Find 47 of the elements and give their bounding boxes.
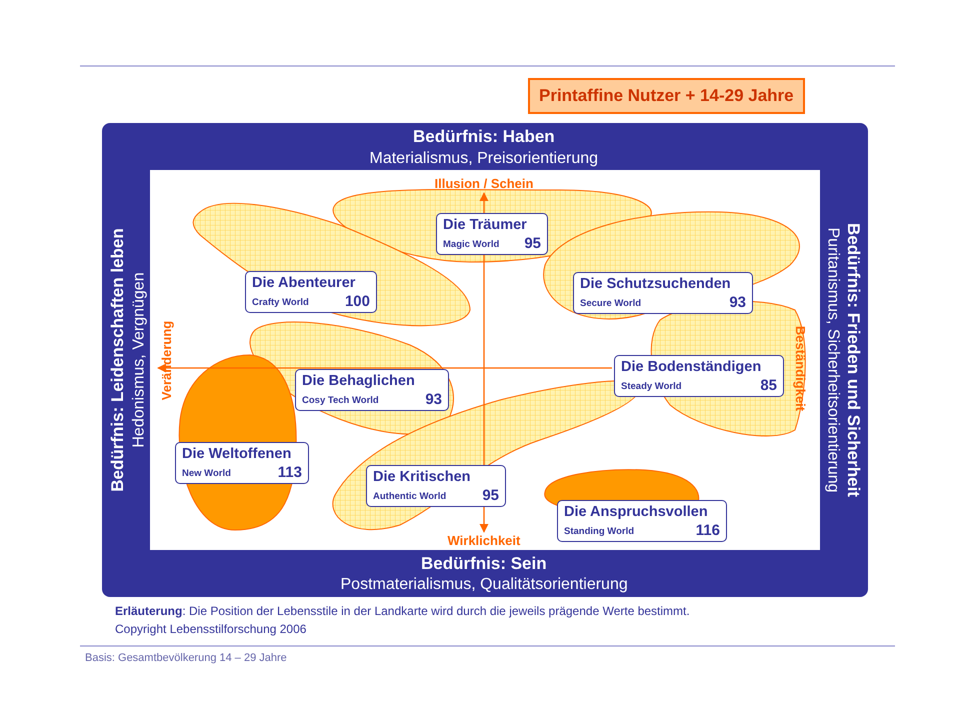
segment-name: Die Träumer — [443, 217, 527, 233]
segment-label-card — [366, 465, 506, 507]
segment-name: Die Kritischen — [373, 469, 470, 485]
side-subheading: Postmaterialismus, Qualitätsorientierung — [340, 576, 628, 594]
index-value: 95 — [482, 487, 499, 504]
segment-name: Die Bodenständigen — [621, 359, 762, 375]
segment-label-card — [245, 271, 377, 313]
segment-name: Die Abenteurer — [252, 275, 356, 291]
world-name: Crafty World — [252, 297, 309, 308]
index-value: 100 — [344, 293, 370, 310]
axis-label: Beständigkeit — [792, 325, 808, 411]
index-value: 93 — [425, 391, 442, 408]
copyright-text: Copyright Lebensstilforschung 2006 — [115, 622, 306, 636]
segment-name: Die Schutzsuchenden — [580, 276, 731, 292]
segment-label-card — [175, 442, 309, 484]
footnote-text: Basis: Gesamtbevölkerung 14 – 29 Jahre — [85, 652, 287, 664]
side-subheading: Puritanismus, Sicherheitsorientierung — [823, 228, 841, 492]
segment-label-card — [557, 500, 727, 542]
axis-label: Illusion / Schein — [434, 176, 534, 190]
world-name: Cosy Tech World — [302, 395, 379, 406]
axis-label: Wirklichkeit — [448, 532, 520, 548]
segment-label-card — [295, 369, 449, 411]
index-value: 116 — [696, 522, 720, 539]
index-value: 85 — [760, 377, 777, 394]
world-name: Steady World — [621, 381, 682, 392]
segment-label-card — [614, 355, 784, 397]
world-name: Standing World — [564, 526, 634, 537]
target-group-tag: Printaffine Nutzer + 14-29 Jahre — [528, 78, 805, 114]
world-name: Authentic World — [373, 491, 446, 502]
index-value: 113 — [278, 464, 302, 481]
segment-label-card — [436, 213, 548, 255]
side-subheading: Materialismus, Preisorientierung — [370, 150, 598, 168]
index-value: 93 — [729, 294, 746, 311]
segment-label-card — [573, 272, 753, 314]
side-heading: Bedürfnis: Leidenschaften leben — [108, 228, 128, 492]
world-name: Secure World — [580, 298, 642, 309]
segment-name: Die Behaglichen — [302, 373, 415, 389]
note-text: Erläuterung: Die Position der Lebensstile in der Landkarte wird durch die jeweils prägende Werte bestimmt. — [115, 604, 690, 618]
side-heading: Bedürfnis: Haben — [413, 127, 555, 147]
side-subheading: Hedonismus, Vergnügen — [130, 272, 148, 448]
side-heading: Bedürfnis: Sein — [421, 554, 547, 574]
world-name: New World — [182, 468, 231, 479]
index-value: 95 — [524, 235, 541, 252]
segment-name: Die Anspruchsvollen — [564, 504, 708, 520]
side-heading: Bedürfnis: Frieden und Sicherheit — [842, 223, 863, 497]
world-name: Magic World — [443, 239, 500, 250]
segment-name: Die Weltoffenen — [182, 446, 292, 462]
